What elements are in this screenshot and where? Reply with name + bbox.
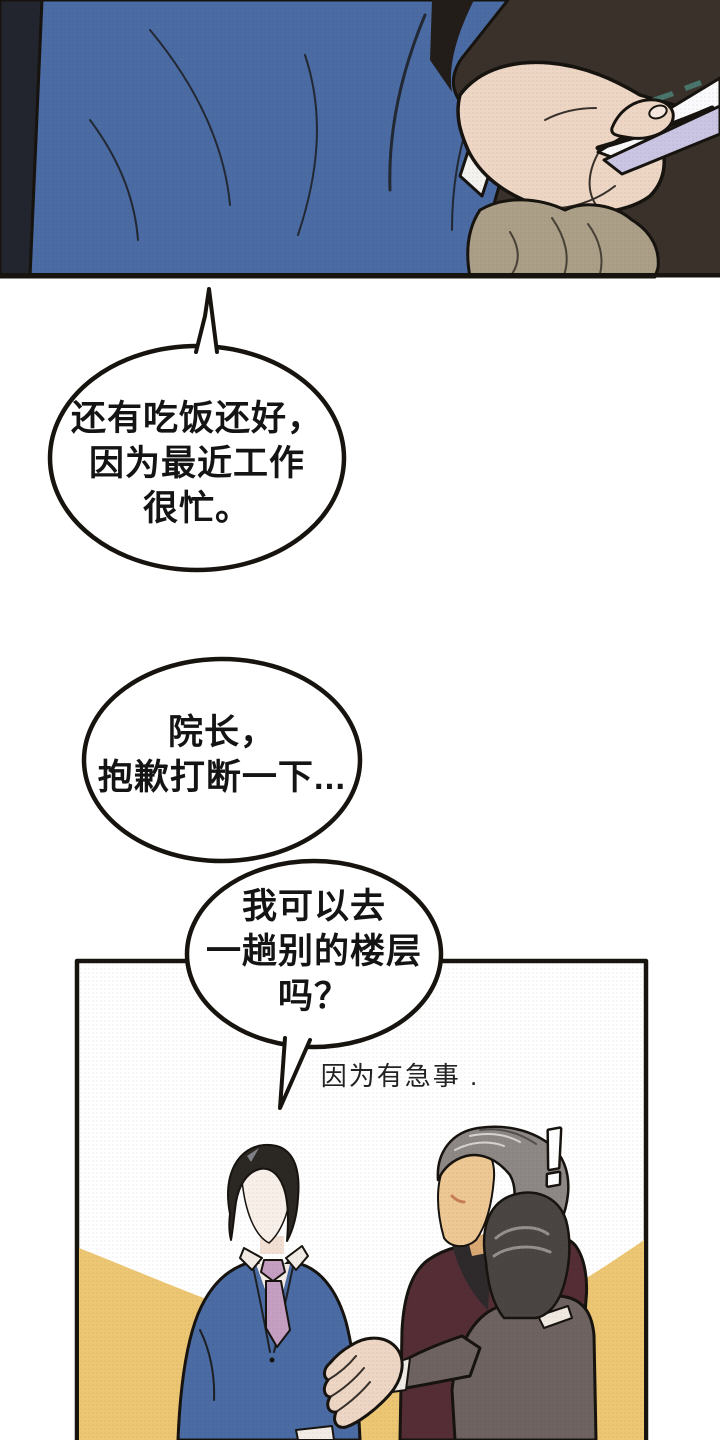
speech-bubble-3-body: [184, 858, 444, 1050]
floating-caption: 因为有急事 .: [320, 1061, 480, 1091]
dialogue-line: 很忙。: [142, 489, 251, 528]
dialogue-line: 一趟别的楼层: [205, 932, 422, 971]
dialogue-line: 院长，: [167, 713, 276, 752]
speech-bubble-2-body: [81, 656, 363, 864]
speech-bubble-3-tail: [278, 1036, 312, 1110]
speech-bubble-2-text: 院长， 抱歉打断一下...: [84, 710, 360, 800]
speech-bubble-3: [184, 858, 444, 1110]
dialogue-line: 吗？: [277, 977, 350, 1016]
panel-bottom: !: [74, 958, 649, 1440]
speech-bubble-1: [47, 287, 347, 573]
panel-top-border: [0, 273, 720, 278]
speech-bubble-2: [81, 656, 363, 864]
speech-bubble-1-tail: [194, 287, 219, 354]
panel-top: [0, 0, 720, 279]
dialogue-line: 抱歉打断一下...: [97, 758, 347, 797]
dialogue-line: 因为最近工作: [88, 444, 305, 483]
halftone-texture: [0, 0, 720, 277]
dialogue-line: 我可以去: [241, 887, 386, 926]
speech-bubble-1-text: 还有吃饭还好， 因为最近工作 很忙。: [50, 396, 344, 531]
dialogue-line: 还有吃饭还好，: [70, 399, 323, 438]
speech-bubble-3-text: 我可以去 一趟别的楼层 吗？: [190, 884, 438, 1019]
